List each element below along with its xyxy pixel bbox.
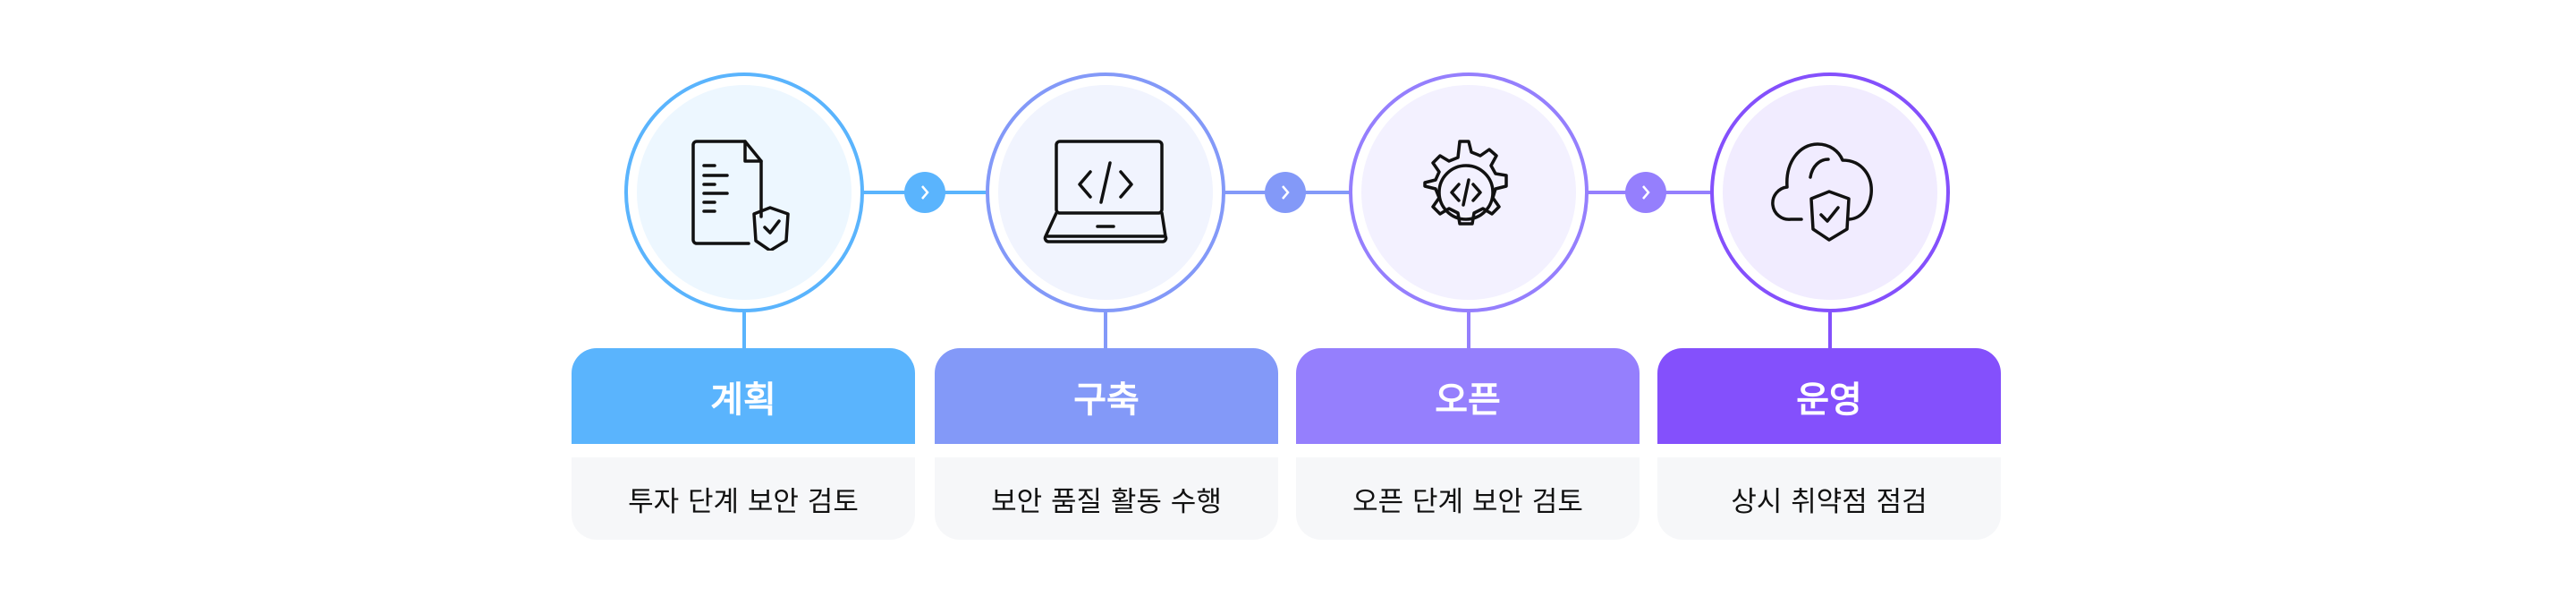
step-description: 상시 취약점 점검	[1657, 457, 2001, 540]
next-arrow	[904, 172, 945, 213]
step-card-open: 오픈 오픈 단계 보안 검토	[1296, 348, 1640, 540]
vertical-connector	[1104, 312, 1107, 348]
step-title: 계획	[572, 348, 915, 444]
chevron-right-icon	[921, 185, 929, 200]
step-card-plan: 계획 투자 단계 보안 검토	[572, 348, 915, 540]
step-title: 오픈	[1296, 348, 1640, 444]
cloud-shield-icon	[1771, 142, 1873, 242]
laptop-code-icon	[1043, 140, 1168, 243]
chevron-right-icon	[1642, 185, 1650, 200]
chevron-right-icon	[1282, 185, 1290, 200]
vertical-connector	[1467, 312, 1470, 348]
step-circle-build	[986, 72, 1225, 312]
vertical-connector	[742, 312, 746, 348]
step-title: 운영	[1657, 348, 2001, 444]
step-card-build: 구축 보안 품질 활동 수행	[935, 348, 1278, 540]
step-title: 구축	[935, 348, 1278, 444]
step-card-operate: 운영 상시 취약점 점검	[1657, 348, 2001, 540]
step-circle-plan	[624, 72, 864, 312]
step-description: 오픈 단계 보안 검토	[1296, 457, 1640, 540]
document-shield-icon	[691, 140, 790, 251]
step-circle-operate	[1710, 72, 1950, 312]
vertical-connector	[1828, 312, 1832, 348]
step-description: 보안 품질 활동 수행	[935, 457, 1278, 540]
next-arrow	[1625, 172, 1666, 213]
step-circle-open	[1349, 72, 1589, 312]
next-arrow	[1265, 172, 1306, 213]
gear-code-icon	[1423, 140, 1508, 226]
step-description: 투자 단계 보안 검토	[572, 457, 915, 540]
